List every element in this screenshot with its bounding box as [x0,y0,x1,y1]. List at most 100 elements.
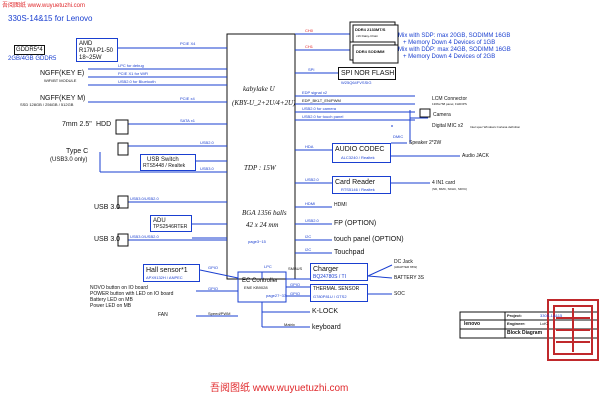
ec-gpio2: GPIO [208,286,219,291]
top-watermark: 吾阅图纸 www.wuyuetuzhi.com [2,3,86,9]
card-bus: USB2.0 [305,177,319,182]
ssd-name: NGFF(KEY M) [40,95,86,102]
spi-part: W25Q64FVSSIG [341,80,372,85]
hall-name: Hall sensor*1 [146,267,188,274]
company-logo: lenovo [464,321,481,327]
gpu-box: AMD R17M-P1-50 18~25W [76,38,118,62]
codec-name: AUDIO CODEC [335,146,385,153]
hdmi-bus: HDMI [305,201,316,206]
codec-box: AUDIO CODEC ALC3240 / Realtek [332,143,391,163]
tb-engineer-label: Engineer: [507,321,526,326]
wifi-bus-lpc: LPC for debug [118,63,144,68]
power-note-3: Battery LED on MB [90,297,133,303]
page-title: 330S-14&15 for Lenovo [8,14,93,23]
mem-ch1: CH1 [305,44,314,49]
fp-name: FP (OPTION) [334,220,377,227]
mem-dimm1: DDR4 2133MT/S [355,27,386,32]
touchpad-bus: I2C [305,247,312,252]
ec-kbd-bus: Matrix [284,322,295,327]
card-slot: 4 IN1 card [432,180,456,186]
hdmi-name: HDMI [334,202,347,208]
adu-box: ADU TPS2546RTER [150,215,192,232]
spi-name: SPI NOR FLASH [341,70,395,77]
battery-label: BATTERY 3S [394,275,425,281]
footer-watermark: 吾阅图纸 www.wuyuetuzhi.com [210,383,349,394]
cpu-variant: (KBY-U_2+2U/4+2U) [232,99,296,107]
ec-gpio: GPIO [208,265,219,270]
mem-note4: + Memory Down 4 Devices of 2GB [403,54,496,60]
gpu-memory-box: GDDR5*4 [14,45,45,55]
touch-name: touch panel (OPTION) [334,236,404,243]
typec-bus-usb3: USB3.0 [200,166,214,171]
card-part: RTS5146 / Realtek [341,187,375,192]
ec-page: page27~33 [266,293,287,298]
hdd-size: 7mm 2.5" [62,121,92,128]
speaker-label: Speaker 2*2W [409,140,442,146]
typec-name: Type C [66,148,89,155]
codec-part: ALC3240 / Realtek [341,155,375,160]
klock-label: K-LOCK [312,308,339,315]
wifi-bus-usb: USB2.0 for Bluetooth [118,79,156,84]
wifi-bus-pcie: PCIE X1 for WiFi [118,71,149,76]
usb-switch-name: USB Switch [147,157,179,163]
ec-lpc: LPC [264,264,272,269]
ec-name: EC Controller [242,278,279,284]
cpu-tdp: TDP : 15W [244,164,276,172]
fan-label: FAN [158,312,168,318]
typec-bus-usb2: USB2.0 [200,140,214,145]
charger-part: BQ24780S / TI [313,274,346,280]
mem-ch0: CH0 [305,28,314,33]
adu-name: ADU [153,218,166,224]
mem-dimm2: DDR4 SODIMM [356,49,385,54]
thermal-name: THERMAL SENSOR [313,286,360,292]
cpu-size: 42 x 24 mm [246,221,279,229]
cpu-pages: page3~15 [248,239,266,244]
card-reader-box: Card Reader RTS5146 / Realtek [332,176,391,194]
lcd-sub: 1366x768 panel, FHD/IPS [432,102,467,106]
power-note-4: Power LED on MB [90,303,132,309]
soc-label: SOC [394,291,405,297]
usb1-name: USB 3.0 [94,204,121,211]
hdd-label: HDD [96,121,112,128]
card-name: Card Reader [335,179,376,186]
wifi-name: NGFF(KEY E) [40,70,85,77]
usb1-bus: USB3.0/USB2.0 [130,196,159,201]
codec-dmic: DMIC [393,134,404,139]
ec-fan-bus: Speed/PWM [208,311,231,316]
ec-gpio4: GPIO [290,291,301,296]
adu-part: TPS2546RTER [153,224,188,230]
spi-box: SPI NOR FLASH [338,67,396,80]
usb3-name: USB 3.0 [94,236,121,243]
charger-name: Charger [313,266,339,273]
tb-project: 330S-14&15 [540,313,563,318]
touch-bus: I2C [305,234,312,239]
wifi-sub: WiFi/BT MODULE [44,78,77,83]
camera-label: Camera [433,112,451,118]
mem-note3: Mix with DDP: max 24GB, SODIMM 16GB [398,47,511,53]
tb-doc: Block Diagram [507,330,543,336]
cpu-package: BGA 1356 balls [242,209,287,217]
audio-jack-label: Audio JACK [462,153,489,159]
hall-part: APX9132H / ANPEC [146,275,183,280]
lcd-name: LCM Connector [432,96,468,102]
gpu-tdp: 18~25W [79,55,102,61]
gpu-model: R17M-P1-50 [79,48,114,54]
typec-sub: (USB3.0 only) [50,157,88,163]
ec-gpio3: GPIO [290,282,301,287]
fp-bus: USB2.0 [305,218,319,223]
gpu-link-label: PCIE X4 [180,41,196,46]
lcd-bus-touch: USB2.0 for touch panel [302,114,344,119]
usb3-bus: USB3.0/USB2.0 [130,234,159,239]
thermal-box: THERMAL SENSOR G780P81U / GTS2 [310,284,368,302]
card-slot-sub: (SD, MMC, SDHC, SDXC) [432,187,468,191]
cpu-name: kabylake U [243,85,275,93]
tb-project-label: Project: [507,313,522,318]
mic-note: Intel spec Windows Cortana definition [470,125,521,129]
hdd-bus: SATA x1 [180,118,195,123]
ssd-sub: SSD 128GB / 256GB / 512GB [20,102,74,107]
touchpad-name: Touchpad [334,249,365,256]
mem-note2: + Memory Down 4 Devices of 1GB [403,40,496,46]
codec-bus: HDA [305,144,314,149]
